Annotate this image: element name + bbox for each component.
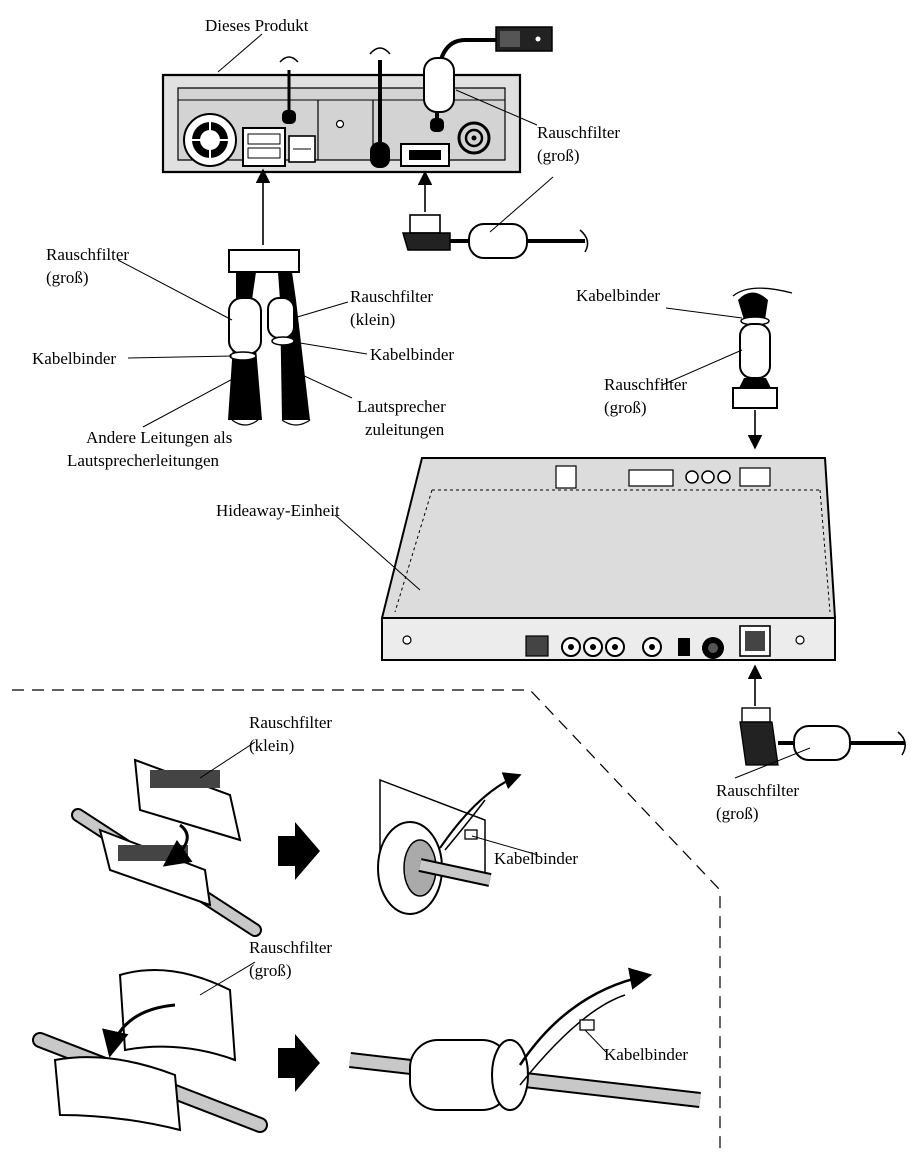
- label-other-wires-2: Lautsprecherleitungen: [67, 451, 219, 470]
- leader-lines: [117, 33, 811, 1053]
- label-detail-large-size: (groß): [249, 961, 291, 980]
- hideaway-unit: [380, 457, 837, 661]
- detail-small-fitted: [377, 772, 522, 915]
- detail-small-filter: [71, 758, 320, 937]
- label-detail-small-size: (klein): [249, 736, 294, 755]
- label-tie-left: Kabelbinder: [32, 349, 116, 368]
- label-filter-bottom-right-size: (groß): [716, 804, 758, 823]
- detail-large-fitted: [349, 967, 701, 1111]
- fan-icon: [183, 113, 237, 167]
- text-labels: Dieses Produkt Rauschfilter (groß) Rausc…: [32, 16, 799, 1064]
- wiring-harness: [228, 168, 311, 426]
- label-other-wires: Andere Leitungen als: [86, 428, 232, 447]
- label-product: Dieses Produkt: [205, 16, 309, 35]
- hideaway-top-cable: [732, 287, 793, 450]
- label-speaker-wires-2: zuleitungen: [365, 420, 445, 439]
- label-filter-top-right: Rauschfilter: [537, 123, 620, 142]
- label-filter-harness-left-size: (groß): [46, 268, 88, 287]
- detail-border: [12, 689, 721, 1150]
- plug-cable-filter: [401, 170, 589, 259]
- antenna-port-icon: [457, 121, 491, 155]
- label-filter-harness-left: Rauschfilter: [46, 245, 129, 264]
- label-filter-top-right-size: (groß): [537, 146, 579, 165]
- label-filter-bottom-right: Rauschfilter: [716, 781, 799, 800]
- label-filter-hideaway: Rauschfilter: [604, 375, 687, 394]
- label-detail-large: Rauschfilter: [249, 938, 332, 957]
- top-cable-filter: [423, 26, 553, 132]
- label-tie-hideaway: Kabelbinder: [576, 286, 660, 305]
- label-filter-harness-right-size: (klein): [350, 310, 395, 329]
- label-filter-harness-right: Rauschfilter: [350, 287, 433, 306]
- label-tie-right: Kabelbinder: [370, 345, 454, 364]
- hideaway-bottom-cable: [739, 664, 906, 766]
- label-detail-tie-2: Kabelbinder: [604, 1045, 688, 1064]
- label-detail-tie-1: Kabelbinder: [494, 849, 578, 868]
- label-filter-hideaway-size: (groß): [604, 398, 646, 417]
- label-hideaway-unit: Hideaway-Einheit: [216, 501, 340, 520]
- label-speaker-wires: Lautsprecher: [357, 397, 446, 416]
- label-detail-small: Rauschfilter: [249, 713, 332, 732]
- head-unit: [161, 47, 522, 174]
- detail-large-filter: [32, 969, 320, 1133]
